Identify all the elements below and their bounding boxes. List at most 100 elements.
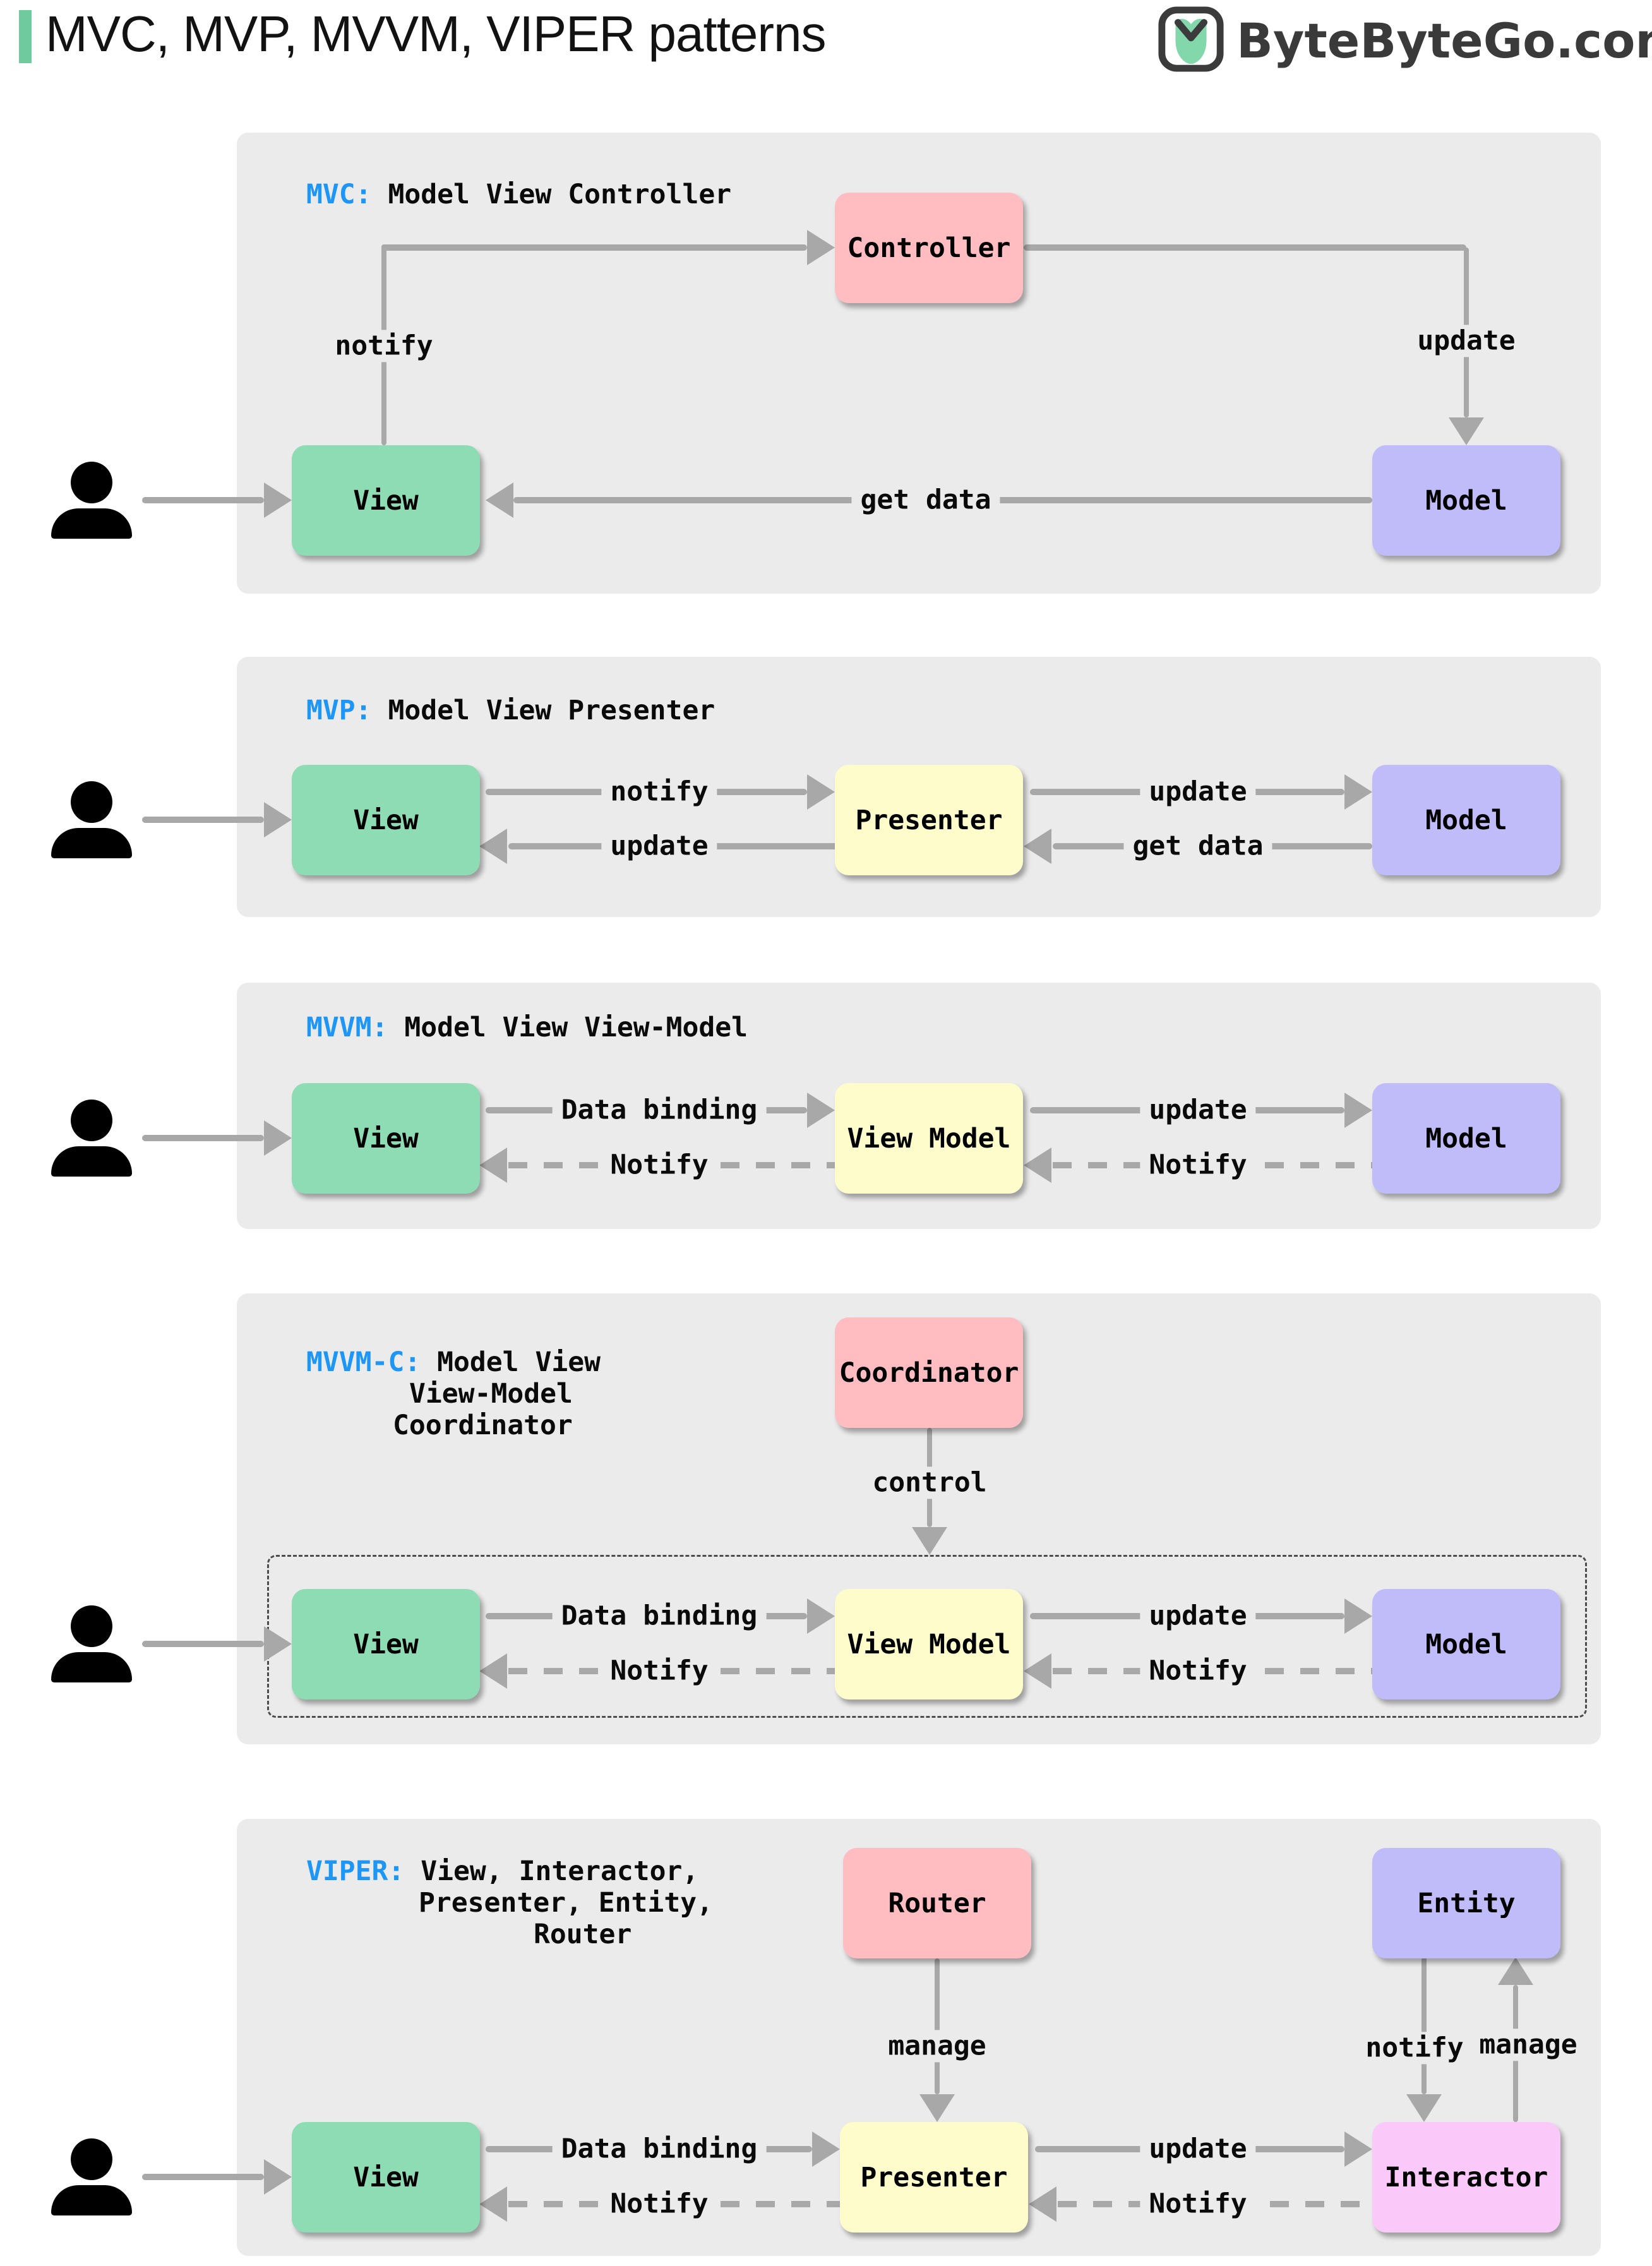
notify-view-arrowhead	[479, 2186, 507, 2222]
data-binding-arrowhead	[807, 1093, 835, 1128]
user-icon	[51, 1100, 132, 1177]
manage-router-arrowhead	[919, 2094, 955, 2122]
presenter-box: Presenter	[840, 2122, 1028, 2233]
mvvmc-subtitle-1: Model View	[437, 1346, 601, 1378]
mvc-panel-title: MVC: Model View Controller	[306, 179, 731, 212]
notify-vm-arrowhead	[1024, 1653, 1051, 1689]
view-box: View	[292, 1589, 480, 1700]
viper-panel-title-line1: VIPER: View, Interactor,	[306, 1855, 698, 1888]
update-label: update	[1140, 1094, 1256, 1127]
mvvmc-acronym: MVVM-C:	[306, 1346, 421, 1378]
control-arrowhead	[912, 1527, 947, 1555]
user-to-view-arrow-line	[142, 1641, 264, 1647]
notify-vm-label: Notify	[1140, 1655, 1256, 1688]
page-title: MVC, MVP, MVVM, VIPER patterns	[45, 6, 827, 62]
view-model-box: View Model	[835, 1083, 1023, 1194]
update-arrowhead	[1344, 1093, 1372, 1128]
user-to-view-arrowhead	[264, 1626, 292, 1662]
data-binding-label: Data binding	[552, 1600, 767, 1633]
update-arrow-horizontal-line	[1024, 244, 1466, 251]
manage-router-arrow-line	[935, 1958, 940, 2094]
user-to-view-arrow-line	[142, 497, 264, 503]
update-arrowhead	[1449, 417, 1484, 445]
brand-text: ByteByteGo.com	[1236, 12, 1652, 69]
view-box: View	[292, 765, 480, 875]
update-to-view-arrowhead	[479, 829, 507, 864]
user-to-view-arrowhead	[264, 1120, 292, 1156]
user-to-view-arrowhead	[264, 483, 292, 518]
notify-entity-label: notify	[1356, 2032, 1473, 2065]
update-label: update	[1140, 2133, 1256, 2166]
notify-view-label: Notify	[601, 2188, 717, 2221]
manage-entity-arrowhead	[1498, 1957, 1533, 1985]
manage-router-label: manage	[879, 2030, 995, 2063]
router-box: Router	[843, 1848, 1031, 1958]
viper-panel-title-line3: Router	[534, 1919, 632, 1950]
mvp-panel-title: MVP: Model View Presenter	[306, 695, 715, 728]
update-label: update	[1408, 325, 1524, 357]
notify-label: notify	[326, 330, 442, 363]
user-to-view-arrowhead	[264, 802, 292, 837]
notify-presenter-label: Notify	[1140, 2188, 1256, 2221]
update-arrowhead	[1344, 2131, 1372, 2167]
interactor-box: Interactor	[1372, 2122, 1560, 2233]
title-accent-bar	[19, 10, 32, 63]
user-to-view-arrow-line	[142, 1135, 264, 1141]
data-binding-label: Data binding	[552, 2133, 767, 2166]
update-to-model-arrowhead	[1344, 774, 1372, 810]
user-to-view-arrowhead	[264, 2159, 292, 2195]
notify-vm-arrowhead	[1024, 1148, 1051, 1183]
view-box: View	[292, 1083, 480, 1194]
get-data-arrowhead	[486, 483, 513, 518]
user-icon	[51, 781, 132, 858]
viper-acronym: VIPER:	[306, 1855, 405, 1887]
get-data-label: get data	[1123, 830, 1272, 863]
notify-vm-label: Notify	[1140, 1149, 1256, 1182]
view-box: View	[292, 2122, 480, 2233]
user-to-view-arrow-line	[142, 2174, 264, 2180]
update-label: update	[1140, 1600, 1256, 1633]
data-binding-label: Data binding	[552, 1094, 767, 1127]
presenter-box: Presenter	[835, 765, 1023, 875]
user-icon	[51, 462, 132, 539]
brand: ByteByteGo.com	[1157, 5, 1652, 76]
notify-view-label: Notify	[601, 1149, 717, 1182]
notify-arrowhead	[807, 230, 835, 265]
bytebytego-logo-icon	[1157, 5, 1225, 76]
update-to-model-label: update	[1140, 776, 1256, 808]
mvp-acronym: MVP:	[306, 695, 372, 726]
entity-box: Entity	[1372, 1848, 1560, 1958]
view-model-box: View Model	[835, 1589, 1023, 1700]
model-box: Model	[1372, 765, 1560, 875]
notify-entity-arrow-line	[1422, 1957, 1427, 2094]
update-to-view-label: update	[601, 830, 717, 863]
view-box: View	[292, 445, 480, 556]
mvvm-panel-title: MVVM: Model View View-Model	[306, 1012, 748, 1045]
user-icon	[51, 1605, 132, 1682]
model-box: Model	[1372, 445, 1560, 556]
notify-arrow-horizontal-line	[381, 244, 807, 251]
notify-view-arrowhead	[479, 1653, 507, 1689]
mvvmc-panel-title-line3: Coordinator	[393, 1410, 573, 1441]
get-data-label: get data	[851, 484, 1000, 517]
mvvm-acronym: MVVM:	[306, 1012, 388, 1043]
mvvm-subtitle: Model View View-Model	[404, 1012, 748, 1043]
mvp-subtitle: Model View Presenter	[388, 695, 715, 726]
mvc-acronym: MVC:	[306, 179, 372, 210]
notify-entity-arrowhead	[1406, 2094, 1442, 2122]
notify-arrowhead	[807, 774, 835, 810]
viper-panel-title-line2: Presenter, Entity,	[419, 1887, 713, 1919]
manage-entity-label: manage	[1470, 2029, 1586, 2061]
viper-subtitle-1: View, Interactor,	[421, 1855, 699, 1887]
update-arrowhead	[1344, 1598, 1372, 1634]
mvc-subtitle: Model View Controller	[388, 179, 732, 210]
notify-view-arrowhead	[479, 1148, 507, 1183]
notify-view-label: Notify	[601, 1655, 717, 1688]
mvvmc-panel-title-line1: MVVM-C: Model View	[306, 1346, 601, 1379]
user-to-view-arrow-line	[142, 817, 264, 823]
